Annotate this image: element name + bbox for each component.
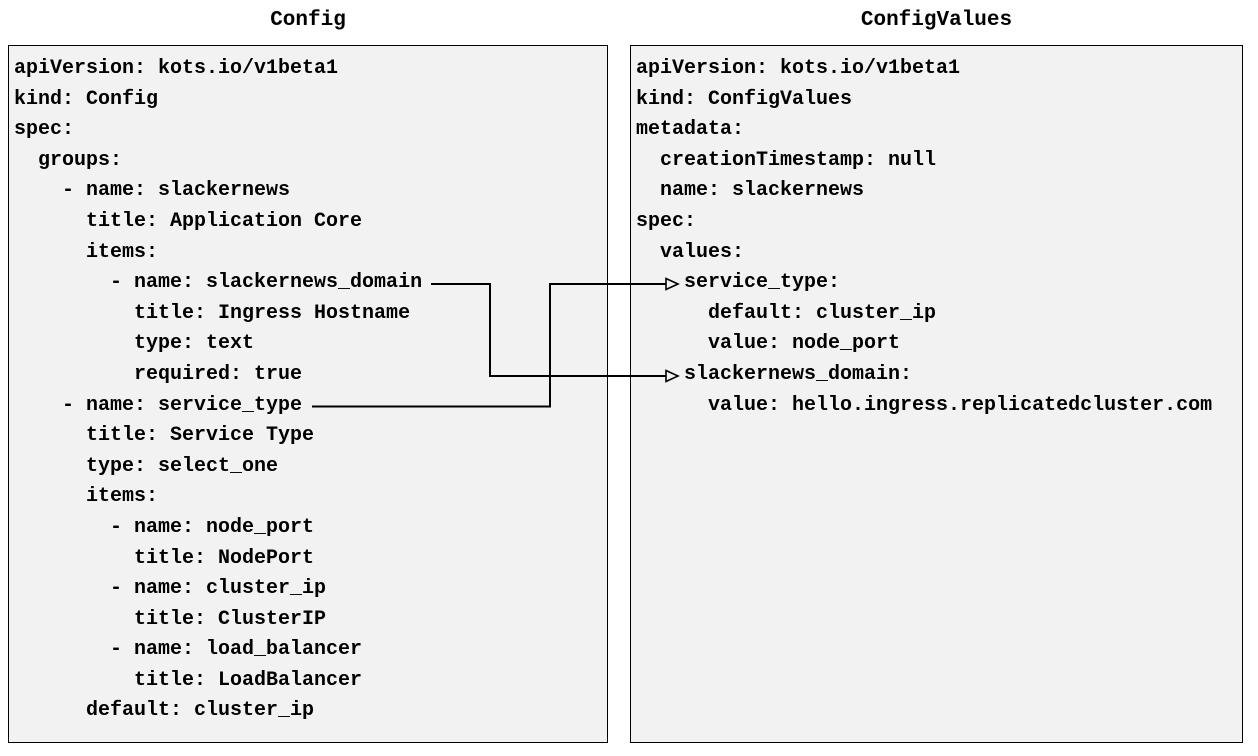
config-yaml-code: apiVersion: kots.io/v1beta1 kind: Config s… bbox=[9, 46, 607, 727]
code-line: title: Application Core bbox=[14, 209, 363, 233]
code-line: kind: ConfigValues bbox=[636, 87, 853, 111]
configvalues-yaml-panel: apiVersion: kots.io/v1beta1 kind: ConfigV… bbox=[630, 45, 1243, 743]
code-line: required: true bbox=[14, 362, 303, 386]
code-line: type: text bbox=[14, 332, 255, 356]
code-line: - name: node_port bbox=[14, 515, 315, 539]
code-line: value: node_port bbox=[636, 332, 901, 356]
code-line: default: cluster_ip bbox=[14, 699, 315, 723]
code-line: default: cluster_ip bbox=[636, 301, 937, 325]
code-line: title: Ingress Hostname bbox=[14, 301, 411, 325]
code-line: apiVersion: kots.io/v1beta1 bbox=[14, 57, 339, 80]
code-line: groups: bbox=[14, 148, 123, 172]
code-line: creationTimestamp: null bbox=[636, 148, 937, 172]
left-panel-title: Config bbox=[270, 9, 346, 32]
code-line: title: NodePort bbox=[14, 546, 315, 570]
code-line: title: ClusterIP bbox=[14, 607, 327, 631]
code-line: service_type: bbox=[636, 271, 841, 295]
code-line: value: hello.ingress.replicatedcluster.c… bbox=[636, 393, 1213, 417]
code-line: - name: cluster_ip bbox=[14, 577, 327, 601]
code-line: title: Service Type bbox=[14, 424, 315, 448]
code-line: metadata: bbox=[636, 118, 745, 142]
code-line: items: bbox=[14, 240, 159, 264]
config-yaml-panel: apiVersion: kots.io/v1beta1 kind: Config s… bbox=[8, 45, 608, 743]
code-line: title: LoadBalancer bbox=[14, 668, 363, 692]
code-line: - name: service_type bbox=[14, 393, 303, 417]
code-line: slackernews_domain: bbox=[636, 362, 913, 386]
code-line: name: slackernews bbox=[636, 179, 865, 203]
configvalues-yaml-code: apiVersion: kots.io/v1beta1 kind: ConfigV… bbox=[631, 46, 1242, 421]
code-line: values: bbox=[636, 240, 745, 264]
code-line: - name: load_balancer bbox=[14, 638, 363, 662]
code-line: items: bbox=[14, 485, 159, 509]
code-line: type: select_one bbox=[14, 454, 279, 478]
code-line: spec: bbox=[14, 118, 75, 142]
code-line: apiVersion: kots.io/v1beta1 bbox=[636, 57, 961, 80]
code-line: - name: slackernews_domain bbox=[14, 271, 423, 295]
code-line: - name: slackernews bbox=[14, 179, 291, 203]
right-panel-title: ConfigValues bbox=[860, 9, 1013, 32]
code-line: kind: Config bbox=[14, 87, 159, 111]
code-line: spec: bbox=[636, 209, 697, 233]
